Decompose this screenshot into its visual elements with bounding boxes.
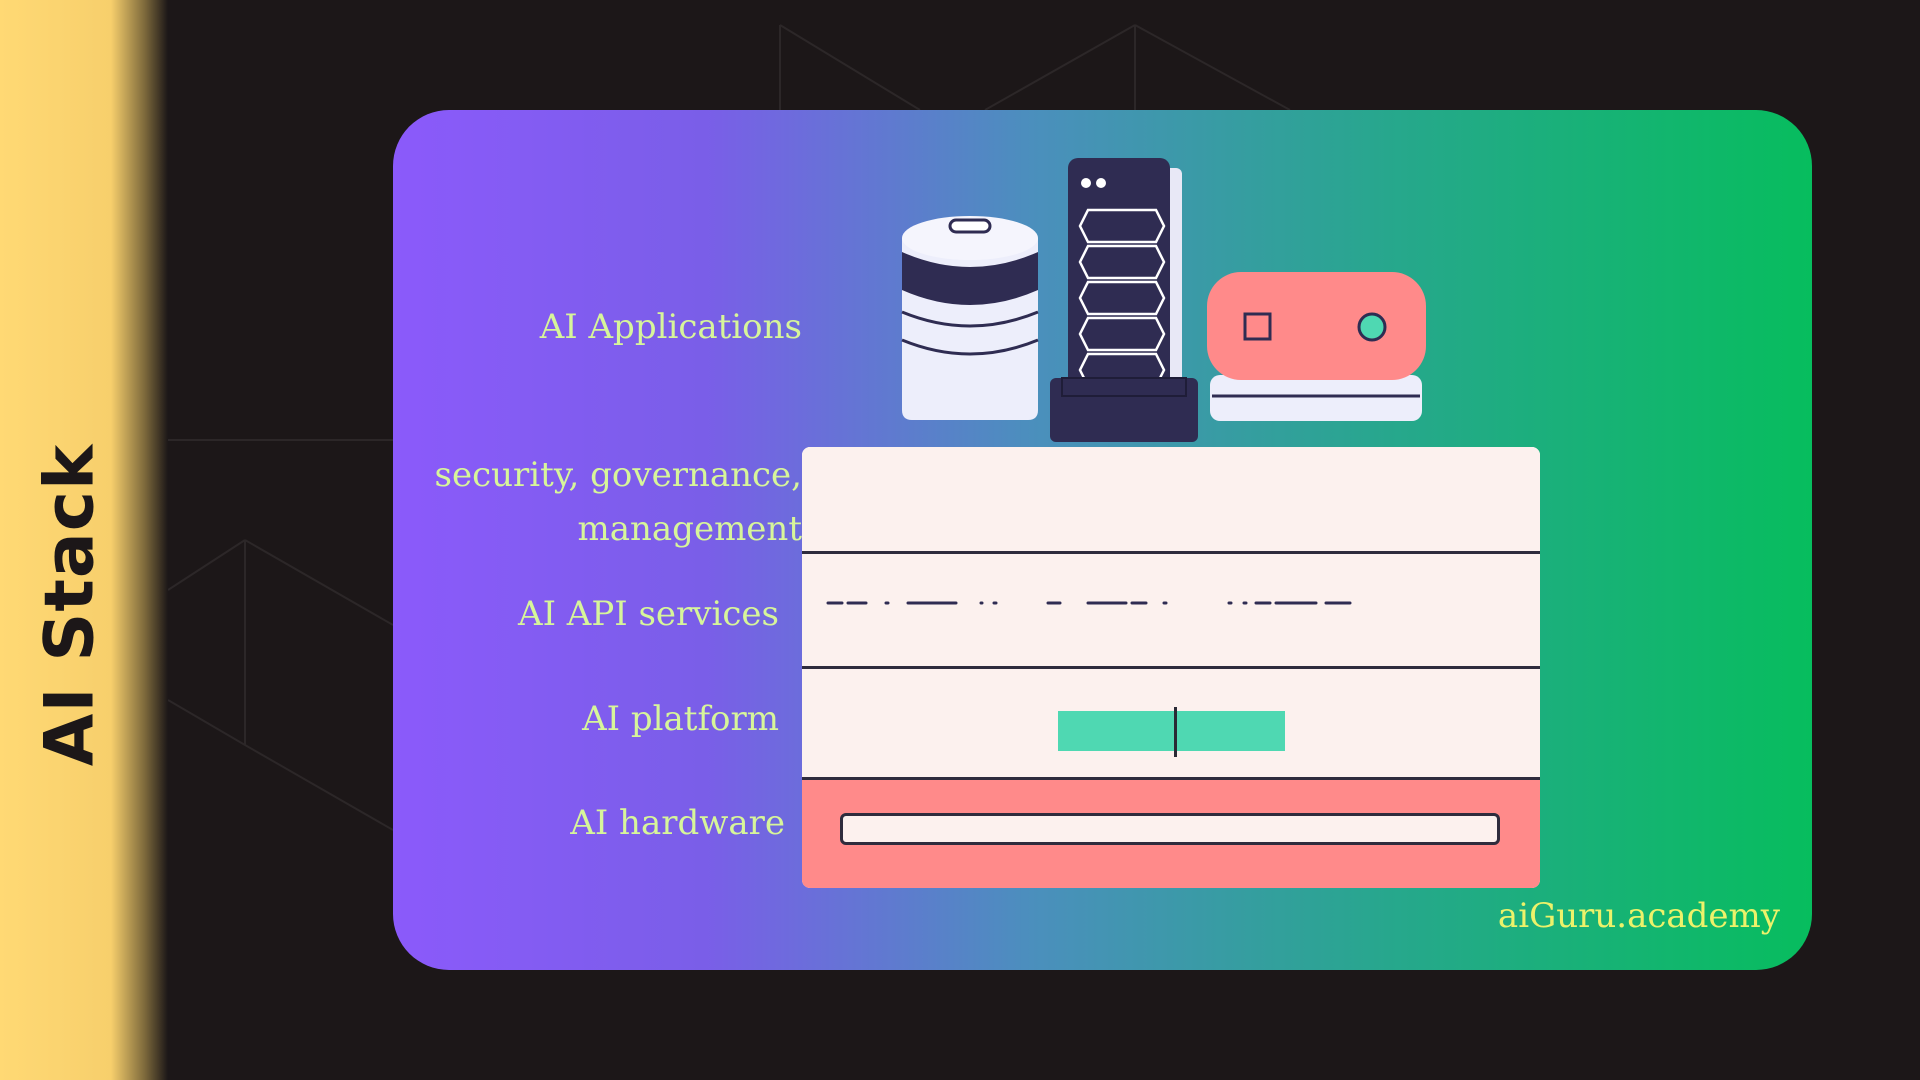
stack-layers [802, 447, 1540, 888]
layer-ai-platform [802, 669, 1540, 780]
side-band [0, 0, 168, 1080]
api-dash-line [826, 601, 1352, 605]
label-security-governance: security, governance, management [434, 455, 802, 549]
platform-cursor [1174, 707, 1177, 757]
layer-security-governance [802, 447, 1540, 554]
layer-ai-hardware [802, 780, 1540, 888]
label-ai-platform: AI platform [582, 699, 779, 739]
database-icon [901, 216, 1039, 420]
hardware-slot [840, 813, 1500, 845]
layer-ai-api-services [802, 554, 1540, 669]
label-ai-applications: AI Applications [539, 307, 802, 347]
server-rack-icon [1050, 158, 1198, 442]
label-ai-hardware: AI hardware [570, 803, 785, 843]
label-ai-api-services: AI API services [518, 594, 779, 634]
platform-bar [1058, 711, 1285, 751]
device-icon [1207, 272, 1426, 421]
brand-watermark: aiGuru.academy [1497, 896, 1780, 936]
